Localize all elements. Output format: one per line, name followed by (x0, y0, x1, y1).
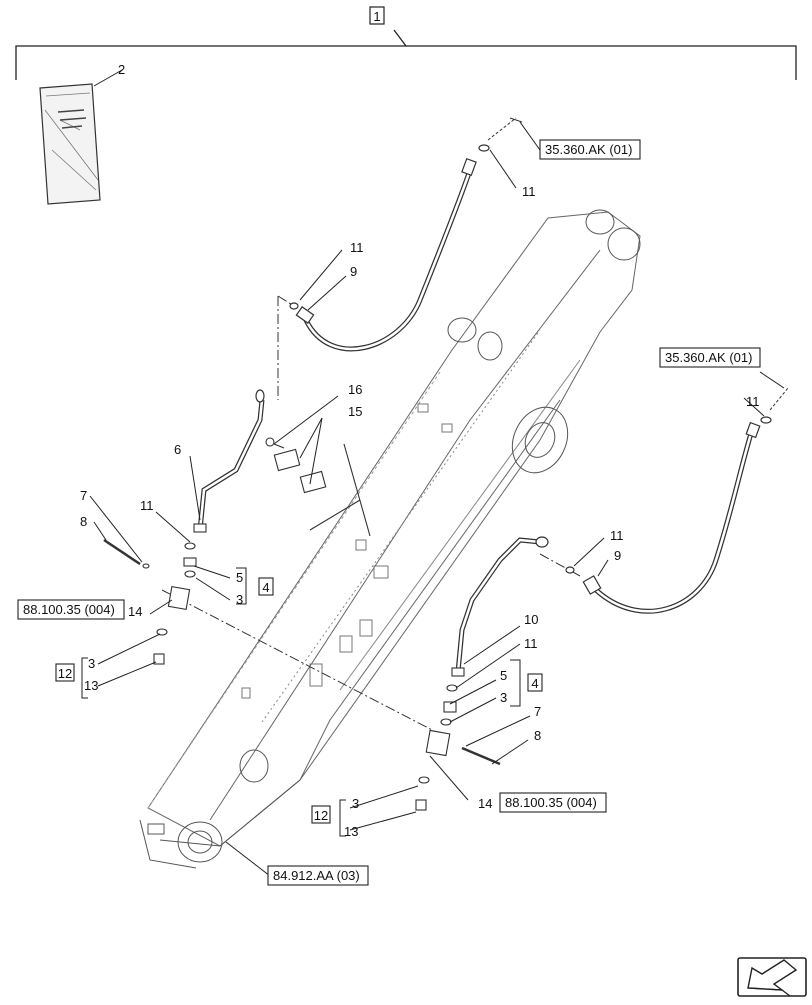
clamp-assembly (265, 437, 371, 537)
ref-right-block[interactable]: 88.100.35 (004) (499, 792, 607, 813)
hose-left (289, 117, 523, 352)
tube-left (197, 389, 265, 531)
boom-arm (139, 209, 641, 869)
svg-text:35.360.AK (01): 35.360.AK (01) (665, 350, 752, 365)
svg-text:4: 4 (262, 580, 269, 595)
callout-15[interactable]: 15 (348, 404, 362, 419)
next-page-arrow-icon[interactable] (737, 957, 807, 997)
callout-3-right-kit[interactable]: 3 (352, 796, 359, 811)
callout-10[interactable]: 10 (524, 612, 538, 627)
callout-3-left[interactable]: 3 (236, 592, 243, 607)
callout-11-left-block[interactable]: 11 (140, 498, 154, 513)
fittings-right (415, 667, 501, 811)
callout-6[interactable]: 6 (174, 442, 181, 457)
callout-8-right[interactable]: 8 (534, 728, 541, 743)
svg-text:1: 1 (373, 9, 380, 24)
ref-boom-end[interactable]: 84.912.AA (03) (267, 865, 369, 886)
callout-11-left-hose[interactable]: 11 (350, 240, 364, 255)
manual-booklet-icon (39, 69, 123, 205)
svg-text:4: 4 (531, 676, 538, 691)
callout-9-left-hose[interactable]: 9 (350, 264, 357, 279)
callout-3-left-kit[interactable]: 3 (88, 656, 95, 671)
callout-box-12-right[interactable]: 12 (311, 805, 331, 824)
ref-mid-right[interactable]: 35.360.AK (01) (659, 347, 761, 368)
fittings-left (103, 523, 207, 665)
callout-13-right[interactable]: 13 (344, 824, 358, 839)
callout-11-right-mid[interactable]: 11 (610, 528, 624, 543)
ref-top-right[interactable]: 35.360.AK (01) (539, 139, 641, 160)
callout-3-right[interactable]: 3 (500, 690, 507, 705)
callout-8-left[interactable]: 8 (80, 514, 87, 529)
svg-text:84.912.AA (03): 84.912.AA (03) (273, 868, 360, 883)
svg-text:88.100.35 (004): 88.100.35 (004) (23, 602, 115, 617)
assembly-callout-1[interactable]: 1 (369, 6, 385, 25)
callout-box-4-right[interactable]: 4 (527, 673, 543, 692)
callout-11-right-block[interactable]: 11 (524, 636, 538, 651)
svg-text:12: 12 (314, 808, 328, 823)
callout-5-right[interactable]: 5 (500, 668, 507, 683)
callout-13-left[interactable]: 13 (84, 678, 98, 693)
callout-box-12-left[interactable]: 12 (55, 663, 75, 682)
callout-16[interactable]: 16 (348, 382, 362, 397)
tube-right (455, 536, 549, 673)
leader-lines (81, 121, 785, 877)
callout-7-right[interactable]: 7 (534, 704, 541, 719)
callout-box-4-left[interactable]: 4 (258, 577, 274, 596)
svg-text:35.360.AK (01): 35.360.AK (01) (545, 142, 632, 157)
callout-5-left[interactable]: 5 (236, 570, 243, 585)
assembly-bracket (15, 29, 797, 80)
callout-2[interactable]: 2 (118, 62, 125, 77)
callout-9-right[interactable]: 9 (614, 548, 621, 563)
callout-11-top[interactable]: 11 (522, 184, 536, 199)
callout-11-right-top[interactable]: 11 (746, 394, 760, 409)
ref-left-block[interactable]: 88.100.35 (004) (17, 599, 125, 620)
hose-right (565, 387, 789, 614)
callout-14-left[interactable]: 14 (128, 604, 142, 619)
svg-text:88.100.35 (004): 88.100.35 (004) (505, 795, 597, 810)
svg-text:12: 12 (58, 666, 72, 681)
callout-7-left[interactable]: 7 (80, 488, 87, 503)
callout-14-right[interactable]: 14 (478, 796, 492, 811)
